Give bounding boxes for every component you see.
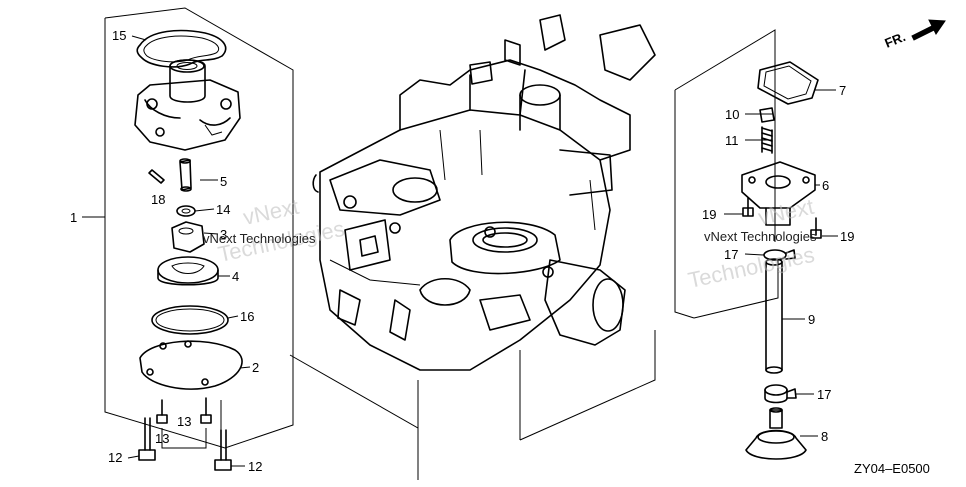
- callout-4: 4: [232, 269, 239, 284]
- callout-14: 14: [216, 202, 230, 217]
- left-assembly-frame: [82, 7, 294, 449]
- fr-label: FR.: [883, 29, 908, 51]
- pump-body-3: [171, 221, 205, 253]
- callout-11: 11: [725, 133, 739, 148]
- watermark-left-small: vNext Technologies: [203, 231, 316, 246]
- watermark-right-line1: vNext: [756, 194, 816, 230]
- callout-7: 7: [839, 83, 846, 98]
- diagram-code: ZY04–E0500: [854, 461, 930, 476]
- callout-labels: 15 1 5 18 14 3 4 16 2 13 13 12 12 7 10 1…: [70, 28, 930, 476]
- front-direction-arrow: [911, 19, 946, 41]
- shaft-5: [179, 158, 192, 192]
- center-frame: [289, 330, 656, 480]
- callout-6: 6: [822, 178, 829, 193]
- callout-5: 5: [220, 174, 227, 189]
- pin-18: [148, 169, 165, 184]
- right-assembly-frame: [674, 29, 779, 319]
- cover-plate-2: [139, 340, 243, 390]
- hose-9: [765, 258, 783, 374]
- bolt-13b: [200, 397, 212, 424]
- watermark: vNext Technologies vNext Technologies vN…: [203, 194, 817, 293]
- callout-10: 10: [725, 107, 739, 122]
- o-ring-16: [151, 305, 229, 335]
- callout-18: 18: [151, 192, 165, 207]
- cap-10: [759, 107, 775, 123]
- pump-housing: [134, 59, 241, 151]
- gasket-15: [136, 29, 227, 68]
- bolt-19a: [742, 197, 754, 217]
- callout-8: 8: [821, 429, 828, 444]
- rotor-4: [157, 256, 219, 286]
- gasket-7: [757, 61, 819, 105]
- watermark-right-line2: Technologies: [686, 242, 817, 293]
- callout-13b: 13: [155, 431, 169, 446]
- bolt-19b: [810, 217, 822, 239]
- callout-16: 16: [240, 309, 254, 324]
- strainer-8: [745, 407, 807, 460]
- callout-17b: 17: [817, 387, 831, 402]
- bolt-12b: [214, 429, 232, 471]
- cover-6: [741, 161, 816, 226]
- left-leaders: [127, 35, 251, 467]
- callout-2: 2: [252, 360, 259, 375]
- callout-12b: 12: [248, 459, 262, 474]
- bolt-13-bracket: [161, 428, 207, 449]
- callout-13a: 13: [177, 414, 191, 429]
- watermark-left-line1: vNext: [241, 194, 301, 230]
- callout-19b: 19: [840, 229, 854, 244]
- callout-1: 1: [70, 210, 77, 225]
- engine-block: [312, 14, 656, 371]
- bolt-12a: [138, 417, 156, 461]
- callout-15: 15: [112, 28, 126, 43]
- clamp-17-bottom: [764, 384, 797, 404]
- callout-3: 3: [220, 227, 227, 242]
- callout-12a: 12: [108, 450, 122, 465]
- seal-14: [176, 205, 196, 217]
- callout-17a: 17: [724, 247, 738, 262]
- callout-9: 9: [808, 312, 815, 327]
- watermark-right-small: vNext Technologies: [704, 229, 817, 244]
- callout-19a: 19: [702, 207, 716, 222]
- right-leaders: [724, 89, 838, 437]
- bolt-13a: [156, 399, 168, 424]
